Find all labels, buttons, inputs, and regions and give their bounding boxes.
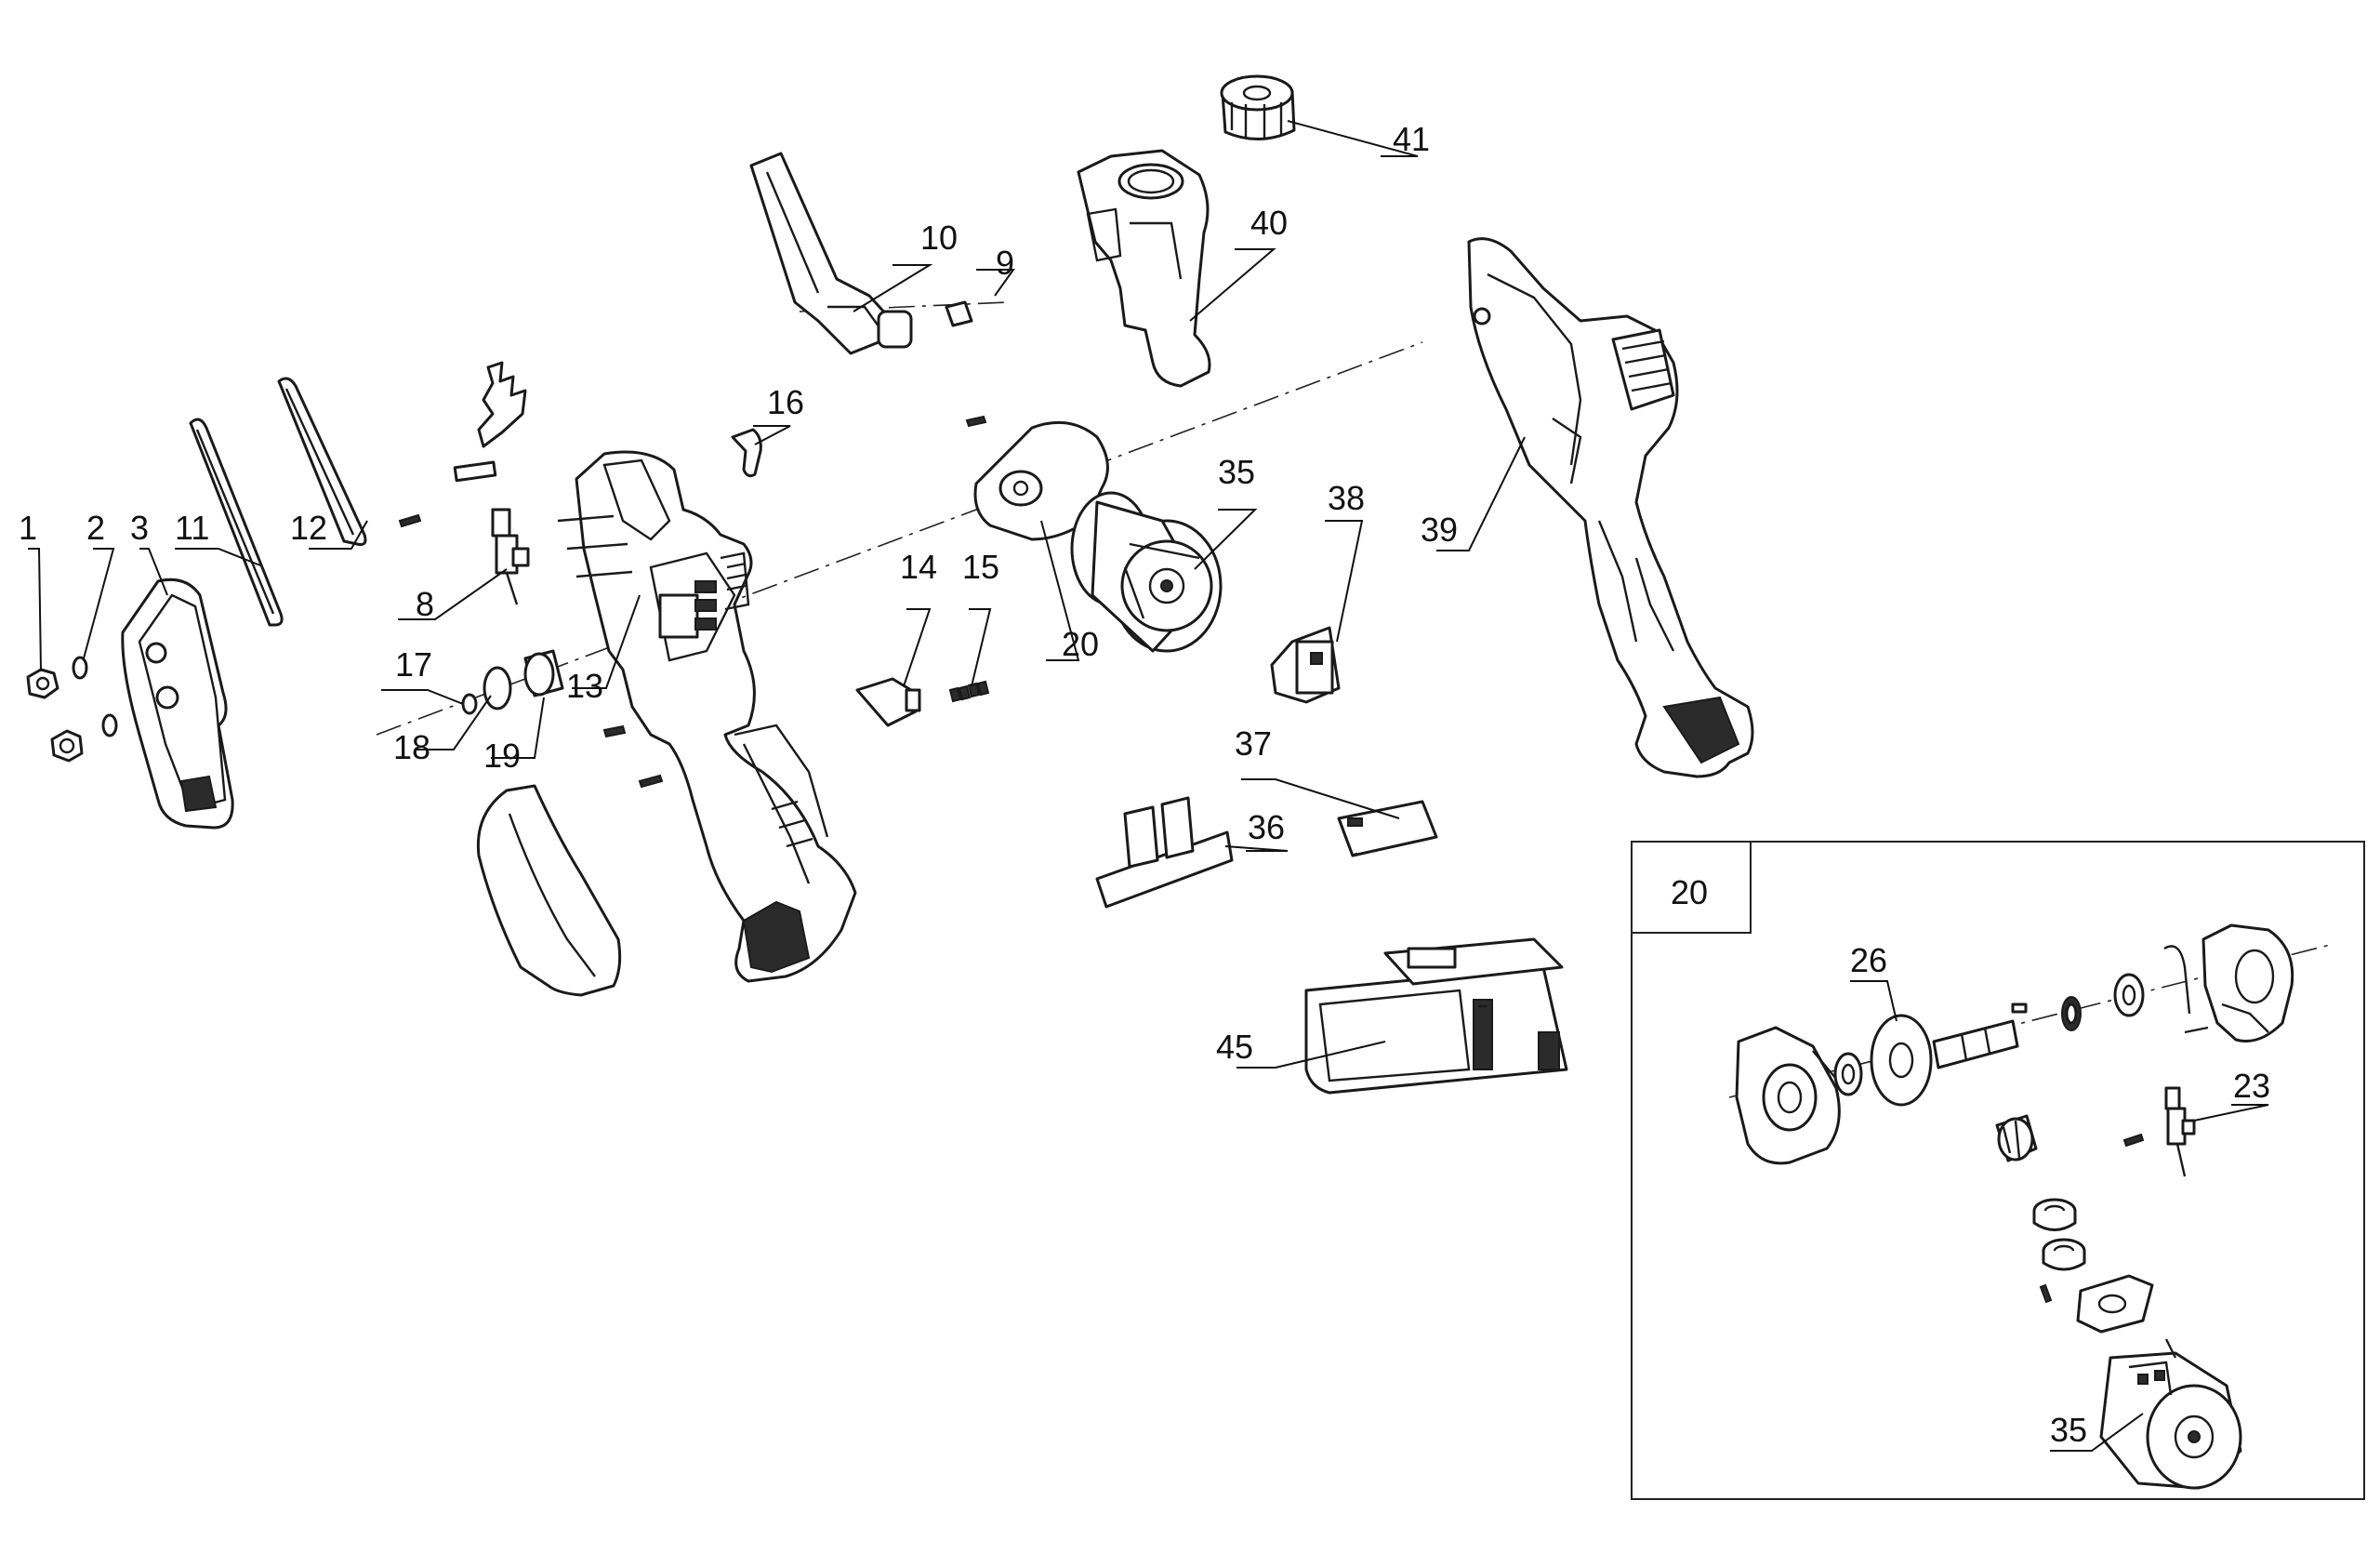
part-oil-tank-40 (1077, 149, 1211, 388)
inset-screw-2 (2039, 1283, 2053, 1304)
part-main-housing-13 (557, 450, 857, 983)
leader-lines (28, 120, 1526, 1069)
callout-39: 39 (1421, 511, 1458, 549)
callout-labels: 1 2 3 11 12 8 17 18 19 13 16 9 10 40 41 … (19, 120, 1458, 1066)
inset-title: 20 (1671, 873, 1708, 911)
inset-motor-mount (2076, 1274, 2154, 1334)
part-chain (453, 361, 527, 483)
callout-45: 45 (1216, 1028, 1253, 1066)
inset-gearbox-half (1735, 1026, 1841, 1165)
callout-15: 15 (962, 548, 999, 586)
callout-1: 1 (19, 509, 37, 547)
callout-13: 13 (566, 667, 603, 705)
part-motor-35 (1070, 491, 1223, 653)
callout-16: 16 (767, 383, 804, 421)
part-spring-15 (948, 680, 990, 703)
callout-19: 19 (483, 737, 521, 775)
callout-17: 17 (395, 645, 432, 684)
inset-gearbox-detail: 20 (1631, 841, 2365, 1500)
callout-3: 3 (130, 509, 149, 547)
inset-rings (2032, 1198, 2086, 1271)
inset-leader-35 (2050, 1413, 2144, 1452)
part-side-cover-3 (121, 578, 234, 830)
callout-2: 2 (86, 509, 105, 547)
part-sleeve-9 (945, 300, 973, 327)
inset-screw (2122, 1133, 2145, 1148)
inset-bearing-2 (2113, 973, 2145, 1017)
part-bottom-cover (476, 784, 622, 997)
callout-9: 9 (996, 244, 1014, 282)
inset-callout-35: 35 (2050, 1411, 2087, 1449)
callout-37: 37 (1235, 724, 1272, 763)
callout-11: 11 (175, 509, 209, 547)
part-sprocket-19 (523, 649, 564, 697)
part-trigger-14 (855, 677, 921, 727)
inset-frame (1631, 841, 2365, 1500)
part-clip-17 (461, 693, 478, 715)
inset-bearing (1833, 1052, 1863, 1096)
part-gearbox-20 (973, 420, 1109, 541)
part-right-housing-39 (1467, 237, 1754, 778)
inset-title-box (1631, 841, 1752, 934)
inset-seal (2061, 996, 2082, 1031)
callout-10: 10 (920, 219, 958, 257)
inset-shaft (1932, 1003, 2028, 1069)
part-board-37 (1337, 800, 1438, 857)
inset-leader-26 (1850, 980, 1897, 1022)
callout-41: 41 (1393, 120, 1430, 158)
part-washer-18 (483, 666, 512, 710)
part-guide-bar-11 (189, 418, 284, 627)
callout-40: 40 (1250, 204, 1288, 242)
part-washer-2 (72, 656, 118, 737)
inset-pinion (1995, 1114, 2038, 1162)
part-lever-16 (731, 428, 762, 478)
inset-gear-26 (1870, 1014, 1933, 1107)
inset-adjuster-23 (2164, 1086, 2196, 1177)
inset-leader-23 (2193, 1104, 2269, 1122)
callout-14: 14 (900, 548, 937, 586)
part-nut-1 (26, 668, 84, 763)
inset-callout-26: 26 (1850, 941, 1887, 979)
inset-callout-23: 23 (2233, 1067, 2270, 1105)
part-chain-guard-10 (749, 152, 913, 355)
inset-gearbox-housing (2202, 923, 2294, 1042)
callout-20: 20 (1062, 625, 1099, 663)
callout-8: 8 (416, 585, 434, 623)
part-tensioner-8 (491, 508, 530, 605)
callout-18: 18 (393, 728, 430, 766)
inset-clip (2163, 945, 2209, 1034)
part-block-36 (1095, 796, 1234, 909)
callout-36: 36 (1248, 808, 1285, 846)
part-guide-bar-12 (277, 377, 367, 546)
callout-38: 38 (1328, 479, 1365, 517)
part-battery-45 (1304, 937, 1568, 1095)
part-switch-38 (1270, 626, 1341, 704)
callout-12: 12 (290, 509, 327, 547)
inset-motor-35 (2099, 1338, 2242, 1490)
callout-35: 35 (1218, 453, 1255, 491)
part-oil-cap-41 (1220, 74, 1296, 141)
